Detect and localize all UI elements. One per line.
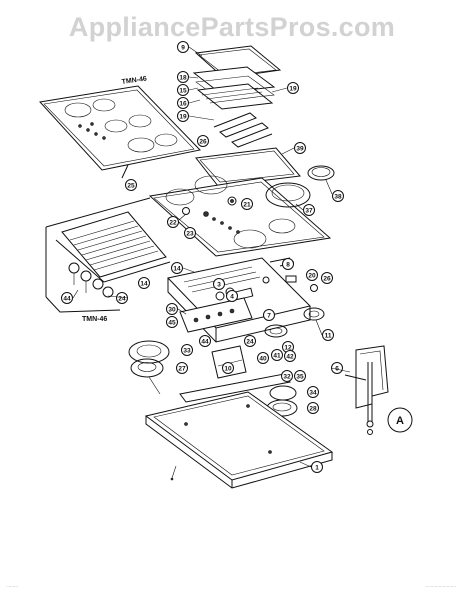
callout-label: 21	[243, 201, 251, 208]
callout-label: 26	[199, 138, 207, 145]
leader-lines	[72, 46, 351, 468]
callout-label: 39	[296, 145, 304, 152]
footer-right: ·······················	[425, 584, 456, 589]
callout-label: 11	[325, 332, 332, 339]
callout-label: 45	[168, 319, 176, 326]
callout-label: 14	[173, 265, 181, 272]
callout-label: 24	[246, 338, 254, 345]
bottom-pan	[144, 391, 334, 489]
callout-label: 23	[186, 230, 194, 237]
callout-label: 3	[217, 281, 221, 288]
callout-label: 15	[179, 87, 187, 94]
callout-label: 9	[181, 44, 185, 51]
callout-label: 37	[305, 207, 313, 214]
lower-burner-assembly	[128, 340, 298, 417]
callout-label: 44	[63, 295, 71, 302]
callout-label: 25	[127, 182, 135, 189]
footer-left: ·········	[6, 584, 18, 589]
detail-a-bracket	[344, 345, 413, 435]
callout-label: 35	[296, 373, 304, 380]
callout-label: 7	[267, 312, 271, 319]
callout-label: 38	[334, 193, 342, 200]
callout-label: 27	[178, 365, 186, 372]
callout-label: 20	[308, 272, 316, 279]
callout-label: 1	[315, 464, 319, 471]
model-label-top: TMN-46	[121, 76, 147, 86]
center-cooktop-top	[148, 147, 335, 257]
callout-label: 41	[273, 352, 281, 359]
callout-label: 30	[168, 306, 176, 313]
callout-label: 18	[179, 74, 187, 81]
callout-label: 12	[284, 344, 292, 351]
callout-label: 42	[286, 353, 294, 360]
grill-grate-stack	[192, 45, 282, 148]
left-cooktop-top	[39, 85, 201, 179]
callout-label: 32	[283, 373, 291, 380]
callout-label: 22	[169, 219, 177, 226]
callout-label: 16	[179, 100, 187, 107]
callout-label: 34	[309, 389, 317, 396]
callout-label: 8	[286, 261, 290, 268]
watermark: AppliancePartsPros.com	[68, 12, 396, 42]
callout-label: 6	[335, 365, 339, 372]
model-label-inset: TMN-46	[82, 316, 107, 323]
callout-label: 40	[259, 355, 267, 362]
callout-label: 10	[224, 365, 232, 372]
callout-label: 24	[118, 295, 126, 302]
left-burner-box-inset	[45, 197, 171, 313]
callout-label: 19	[289, 85, 297, 92]
callout-label: 26	[323, 275, 331, 282]
callout-label: 33	[183, 347, 191, 354]
callout-label: 14	[140, 280, 148, 287]
detail-a-letter: A	[396, 415, 404, 427]
callout-bubbles: 9 18 15 16 19 19 39 26 38 37 21 22 23 25…	[61, 41, 344, 473]
callout-label: 19	[179, 113, 187, 120]
center-burner-box	[167, 257, 325, 343]
callout-label: 44	[201, 338, 209, 345]
callout-label: 28	[309, 405, 317, 412]
callout-label: 4	[230, 293, 234, 300]
